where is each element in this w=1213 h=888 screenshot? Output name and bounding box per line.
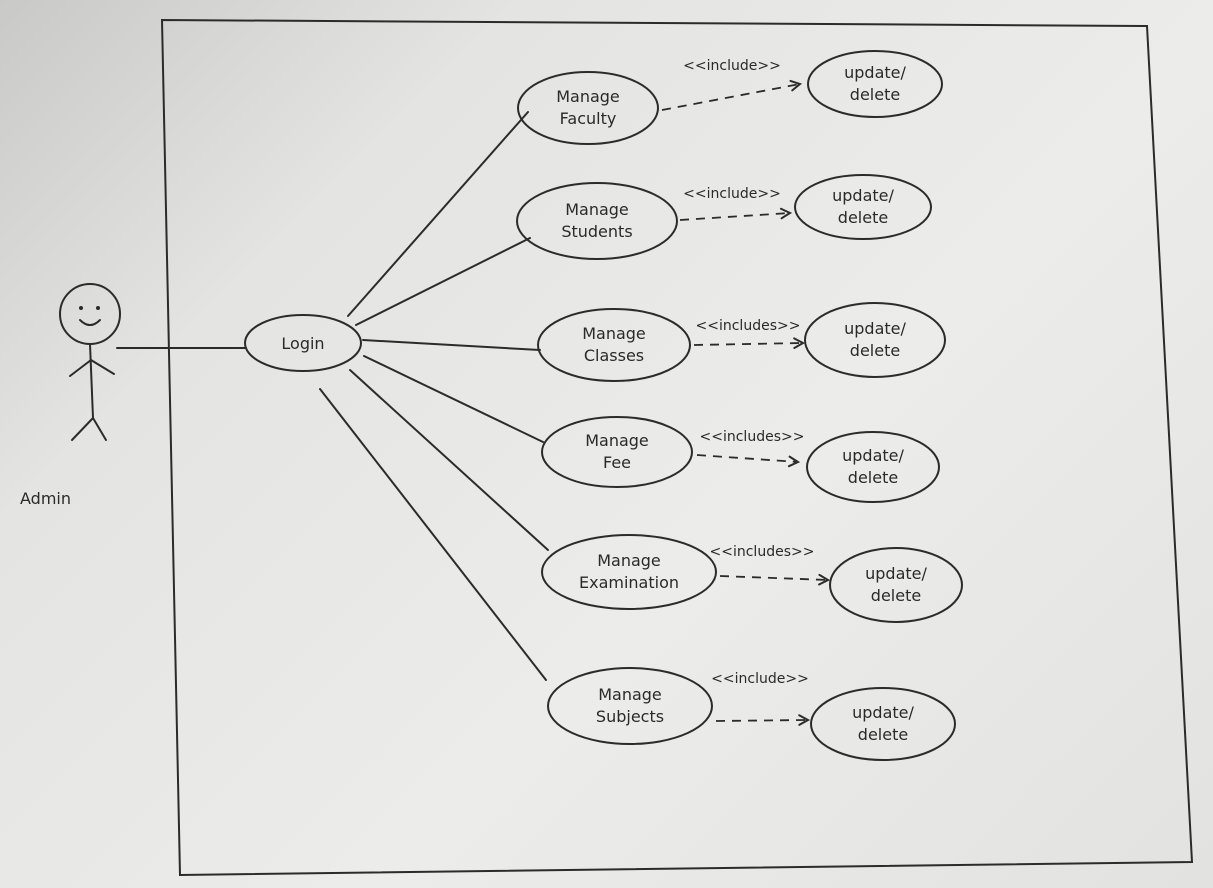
association-line-classes	[362, 339, 541, 351]
update-delete-label-line1: update/	[865, 564, 927, 583]
update-delete-ellipse-classes	[804, 302, 946, 378]
update-delete-ellipse-subjects	[810, 687, 956, 761]
include-arrow-students	[679, 212, 791, 221]
usecase-label-line1: Manage	[556, 87, 620, 106]
usecase-ellipse-students	[516, 182, 678, 260]
actor-smile	[79, 319, 101, 326]
update-delete-ellipse-fee	[806, 431, 940, 503]
usecase-label-line2: Classes	[584, 346, 644, 365]
usecase-label-line2: Examination	[579, 573, 679, 592]
actor-body	[89, 343, 94, 419]
actor-eye-right	[96, 306, 100, 310]
usecase-label-line2: Faculty	[560, 109, 617, 128]
usecase-ellipse-subjects	[547, 667, 713, 745]
actor-label: Admin	[20, 489, 71, 508]
use-case-group: ManageFaculty<<include>>update/deleteMan…	[319, 50, 963, 761]
association-line-examination	[349, 369, 549, 551]
actor-arm-left	[69, 359, 92, 377]
association-line-subjects	[319, 388, 547, 681]
update-delete-label-line1: update/	[844, 319, 906, 338]
usecase-label-line2: Subjects	[596, 707, 664, 726]
include-stereotype-label: <<include>>	[683, 186, 781, 202]
actor-leg-right	[92, 417, 107, 441]
usecase-ellipse-examination	[541, 534, 717, 610]
update-delete-label-line2: delete	[871, 586, 921, 605]
update-delete-label-line2: delete	[850, 341, 900, 360]
usecase-label-line1: Manage	[585, 431, 649, 450]
include-stereotype-label: <<includes>>	[696, 318, 801, 334]
actor-eye-left	[79, 306, 83, 310]
usecase-ellipse-fee	[541, 416, 693, 488]
association-line-faculty	[347, 111, 529, 317]
usecase-label-line2: Fee	[603, 453, 631, 472]
update-delete-ellipse-faculty	[807, 50, 943, 118]
include-stereotype-label: <<include>>	[683, 58, 781, 74]
update-delete-ellipse-examination	[829, 547, 963, 623]
system-boundary	[160, 18, 1194, 877]
include-arrowhead	[818, 573, 831, 586]
include-arrow-fee	[696, 454, 799, 463]
include-arrow-subjects	[715, 719, 809, 722]
usecase-label-line2: Students	[561, 222, 632, 241]
include-arrowhead	[793, 337, 806, 349]
login-usecase	[244, 314, 362, 372]
usecase-ellipse-faculty	[517, 71, 659, 145]
include-stereotype-label: <<include>>	[711, 671, 809, 687]
update-delete-label-line2: delete	[838, 208, 888, 227]
update-delete-label-line2: delete	[848, 468, 898, 487]
association-line-fee	[363, 355, 544, 443]
update-delete-label-line1: update/	[832, 186, 894, 205]
usecase-ellipse-classes	[537, 308, 691, 382]
actor-admin	[59, 283, 121, 441]
update-delete-ellipse-students	[794, 174, 932, 240]
update-delete-label-line1: update/	[852, 703, 914, 722]
include-arrowhead	[798, 714, 811, 726]
include-arrowhead	[779, 207, 793, 220]
update-delete-label-line1: update/	[844, 63, 906, 82]
include-arrowhead	[789, 79, 803, 92]
association-line-students	[355, 237, 531, 326]
include-stereotype-label: <<includes>>	[700, 429, 805, 445]
usecase-label-line1: Manage	[582, 324, 646, 343]
include-arrow-faculty	[661, 83, 801, 111]
usecase-label-line1: Manage	[598, 685, 662, 704]
update-delete-label-line2: delete	[850, 85, 900, 104]
update-delete-label-line1: update/	[842, 446, 904, 465]
usecase-label-line1: Manage	[597, 551, 661, 570]
include-arrow-classes	[693, 342, 804, 346]
usecase-label-line1: Manage	[565, 200, 629, 219]
login-label: Login	[281, 334, 324, 353]
include-arrowhead	[787, 455, 801, 468]
update-delete-label-line2: delete	[858, 725, 908, 744]
actor-head	[59, 283, 121, 345]
include-stereotype-label: <<includes>>	[710, 544, 815, 560]
actor-leg-left	[71, 417, 94, 441]
actor-arm-right	[90, 359, 115, 375]
include-arrow-examination	[719, 575, 829, 581]
